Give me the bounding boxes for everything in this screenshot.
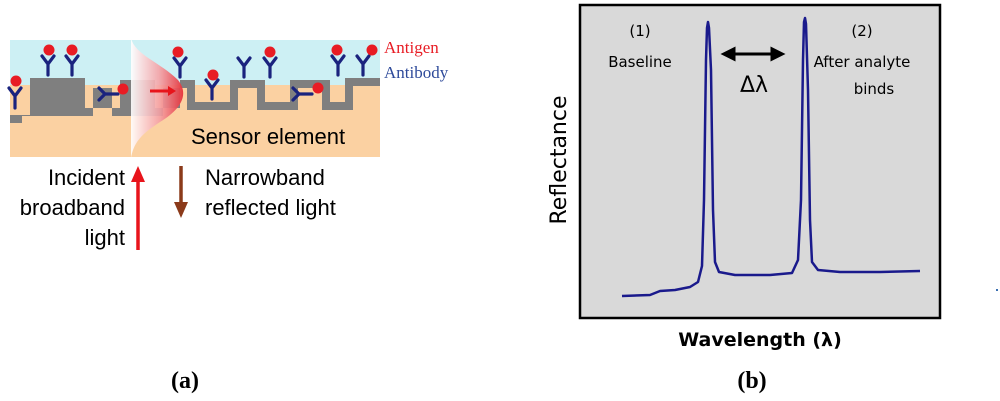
antibody-icon: [172, 56, 188, 79]
antibody-icon: [64, 54, 80, 77]
caption-a: (a): [171, 368, 199, 394]
panel-b: (1) Baseline (2) After analyte binds Δλ …: [547, 3, 998, 394]
peak1-number: (1): [629, 22, 650, 40]
stray-mark: [996, 289, 998, 291]
y-axis-label: Reflectance: [547, 95, 572, 224]
peak2-number: (2): [851, 22, 872, 40]
reflected-arrow-head: [174, 202, 188, 218]
antigen-dot: [66, 44, 78, 56]
antibody-icon: [97, 86, 120, 102]
peak2-label-line2: binds: [854, 80, 895, 98]
antibody-label: Antibody: [384, 63, 449, 82]
caption-b: (b): [737, 368, 766, 394]
antibody-icon: [262, 56, 278, 79]
incident-label-line3: light: [85, 225, 125, 250]
antigen-label: Antigen: [384, 38, 439, 57]
peak1-label: Baseline: [608, 53, 672, 71]
x-axis-label: Wavelength (λ): [678, 329, 842, 351]
antibody-group: [7, 54, 371, 110]
antigen-group: [10, 44, 378, 95]
incident-label-line2: broadband: [20, 195, 125, 220]
antigen-dot: [312, 82, 324, 94]
beam-small-arrow-head: [168, 86, 176, 96]
reflected-label-line2: reflected light: [205, 195, 336, 220]
antigen-dot: [207, 69, 219, 81]
antibody-icon: [355, 54, 371, 77]
antigen-dot: [10, 75, 22, 87]
antibody-icon: [330, 54, 346, 77]
delta-lambda-label: Δλ: [740, 73, 768, 98]
panel-a: Antigen Antibody Sensor element Incident…: [7, 38, 449, 394]
antibody-icon: [204, 78, 220, 101]
antigen-dot: [264, 46, 276, 58]
reflected-beam-shape: [131, 38, 184, 158]
reflected-label-line1: Narrowband: [205, 165, 325, 190]
incident-label-line1: Incident: [48, 165, 125, 190]
antibody-icon: [40, 54, 56, 77]
antibody-icon: [236, 56, 252, 79]
reflectance-curve: [621, 16, 921, 298]
antigen-dot: [366, 44, 378, 56]
peak2-label-line1: After analyte: [814, 53, 911, 71]
antigen-dot: [117, 83, 129, 95]
antigen-dot: [331, 44, 343, 56]
incident-arrow-head: [131, 166, 145, 182]
antigen-dot: [43, 44, 55, 56]
antigen-dot: [172, 46, 184, 58]
sensor-element-label: Sensor element: [191, 124, 345, 149]
antibody-icon: [291, 86, 314, 102]
antibody-icon: [7, 86, 23, 110]
